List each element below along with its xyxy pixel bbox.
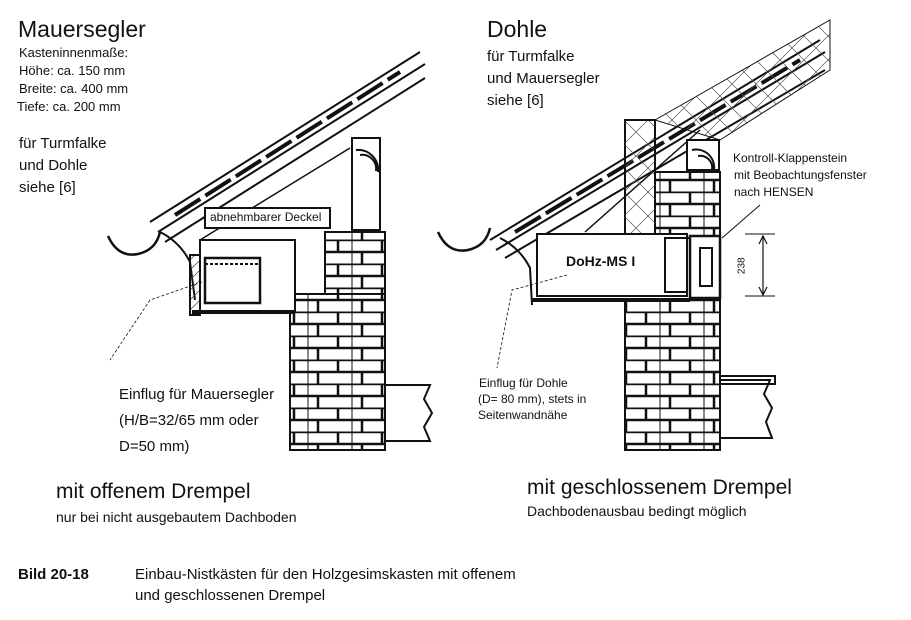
- left-variant: mit offenem Drempel: [56, 480, 251, 503]
- caption-line2: und geschlossenen Drempel: [135, 587, 326, 604]
- left-variant-note: nur bei nicht ausgebautem Dachboden: [56, 509, 297, 525]
- right-drawing: [436, 19, 831, 451]
- left-ref-line2: und Dohle: [19, 157, 88, 174]
- dim-width: Breite: ca. 400 mm: [19, 81, 129, 96]
- dim-depth: Tiefe: ca. 200 mm: [17, 99, 121, 114]
- left-entry-line1: Einflug für Mauersegler: [119, 386, 275, 403]
- control-line3: nach HENSEN: [734, 185, 814, 199]
- control-line2: mit Beobachtungsfenster: [734, 168, 867, 182]
- right-entry-line2: (D= 80 mm), stets in: [478, 392, 587, 406]
- right-title: Dohle: [487, 16, 548, 42]
- right-ref-line1: für Turmfalke: [487, 48, 575, 65]
- right-ref-line2: und Mauersegler: [487, 70, 600, 87]
- left-title: Mauersegler: [18, 16, 146, 42]
- right-entry-line3: Seitenwandnähe: [478, 408, 568, 422]
- left-drawing: [106, 51, 434, 451]
- caption-line1: Einbau-Nistkästen für den Holzgesimskast…: [135, 566, 516, 583]
- left-entry-line2: (H/B=32/65 mm oder: [119, 412, 259, 429]
- dim-height: Höhe: ca. 150 mm: [19, 63, 126, 78]
- lid-label: abnehmbarer Deckel: [210, 210, 322, 224]
- right-ref-line3: siehe [6]: [487, 92, 544, 109]
- dimension-label: 238: [736, 257, 748, 275]
- dims-heading: Kasteninnenmaße:: [19, 45, 129, 60]
- caption-number: Bild 20-18: [18, 566, 89, 583]
- left-entry-line3: D=50 mm): [119, 438, 190, 455]
- right-variant: mit geschlossenem Drempel: [527, 476, 792, 499]
- left-ref-line1: für Turmfalke: [19, 135, 107, 152]
- control-line1: Kontroll-Klappenstein: [733, 151, 848, 165]
- box-label: DoHz-MS I: [566, 253, 636, 269]
- right-entry-line1: Einflug für Dohle: [479, 376, 568, 390]
- left-ref-line3: siehe [6]: [19, 179, 76, 196]
- right-variant-note: Dachbodenausbau bedingt möglich: [527, 503, 747, 519]
